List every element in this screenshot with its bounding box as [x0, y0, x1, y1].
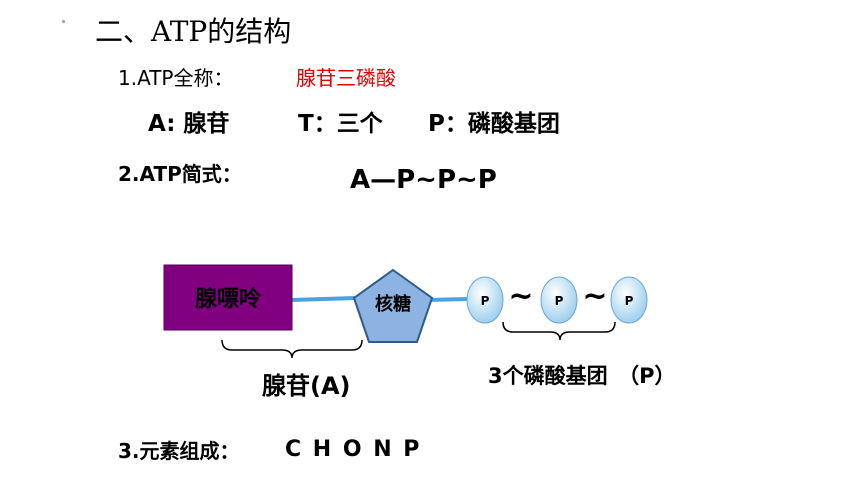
- item3-label: 3.元素组成：: [118, 439, 240, 463]
- phosphate-caption: 3个磷酸基团 （P）: [488, 364, 676, 388]
- high-energy-bond-1: ~: [508, 279, 533, 314]
- elements-value: C H O N P: [285, 437, 422, 462]
- phosphate-2-label: P: [555, 294, 564, 308]
- bond-ribose-phosphate: [427, 297, 469, 302]
- high-energy-bond-2: ~: [582, 279, 607, 314]
- phosphate-3: [610, 276, 648, 324]
- ribose-pentagon: [352, 268, 434, 343]
- adenine-box: [163, 264, 293, 331]
- bond-adenine-ribose: [291, 296, 356, 302]
- abbrev-p: P：磷酸基团: [428, 111, 560, 137]
- decorative-dot: [62, 20, 65, 23]
- atp-formula: A—P~P~P: [350, 165, 497, 195]
- phosphate-2: [540, 276, 578, 324]
- adenosine-brace: [221, 339, 363, 359]
- full-name-value: 腺苷三磷酸: [296, 66, 396, 90]
- item1-label: 1.ATP全称：: [118, 66, 234, 90]
- phosphate-brace: [502, 321, 616, 341]
- phosphate-1-label: P: [481, 294, 490, 308]
- adenine-label: 腺嘌呤: [195, 286, 262, 312]
- phosphate-3-label: P: [625, 294, 634, 308]
- ribose-label: 核糖: [375, 293, 411, 315]
- abbrev-a: A: 腺苷: [148, 111, 230, 137]
- phosphate-1: [466, 276, 504, 324]
- abbrev-t: T：三个: [298, 111, 383, 137]
- section-heading: 二、ATP的结构: [95, 15, 292, 48]
- adenosine-caption: 腺苷(A): [262, 372, 351, 400]
- item2-label: 2.ATP简式：: [118, 162, 242, 186]
